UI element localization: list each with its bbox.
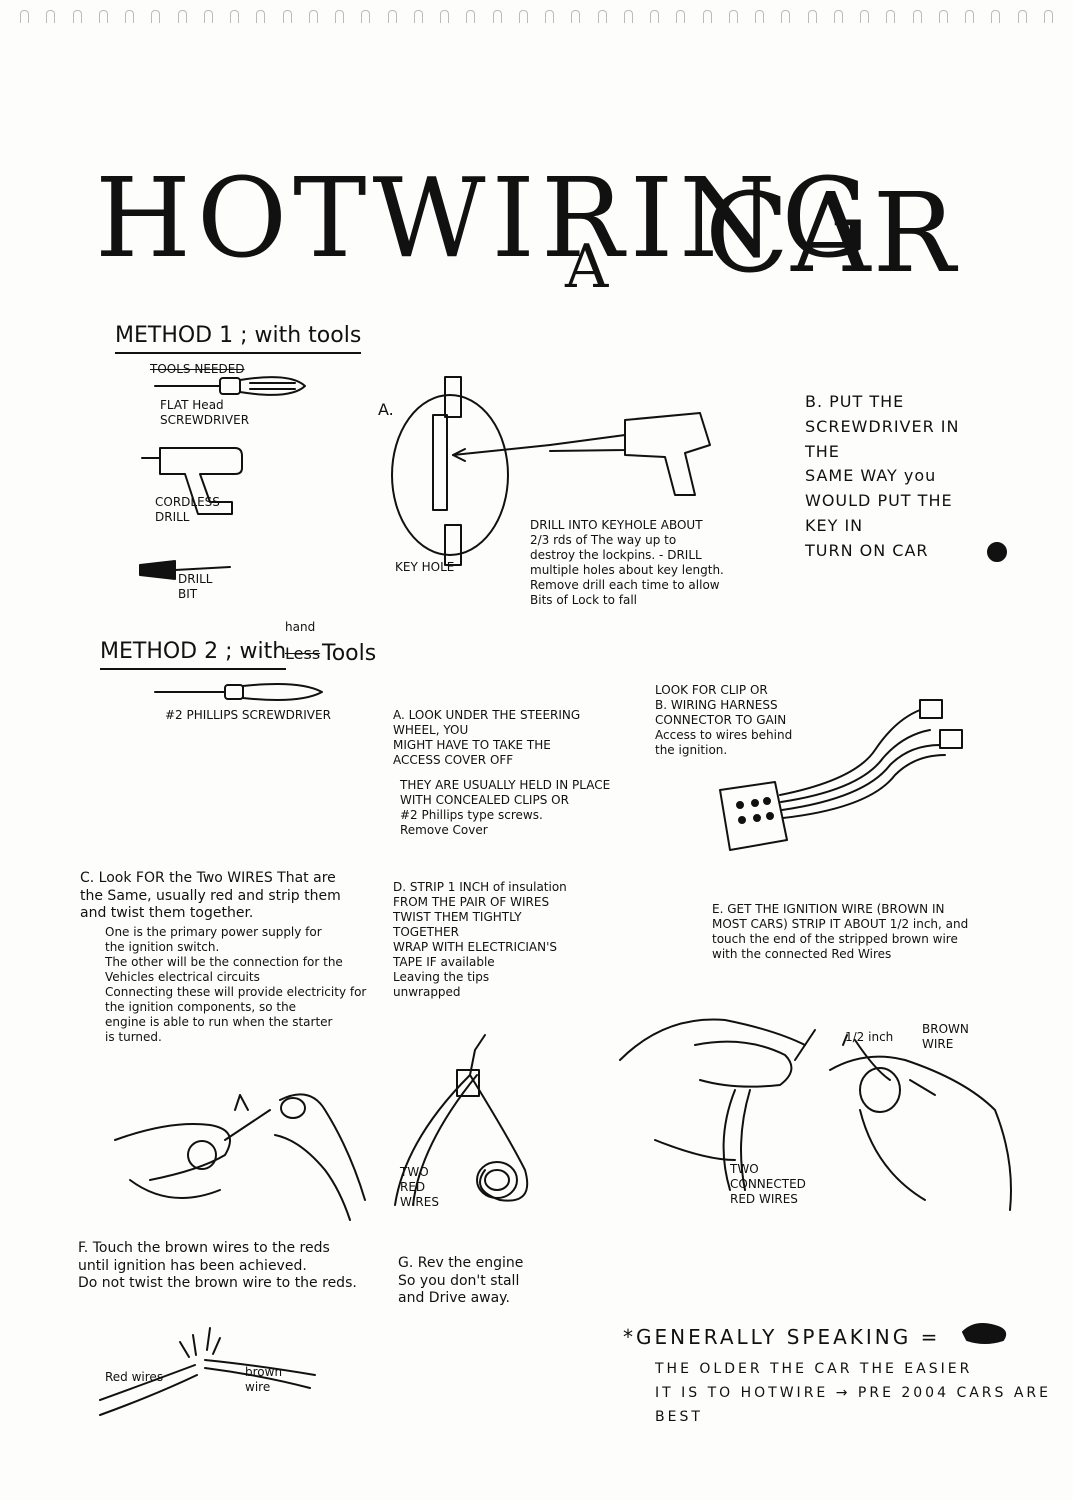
wiring-harness-connector-icon	[719, 699, 963, 851]
two-red-wires-label: TWO RED WIRES	[400, 1165, 439, 1209]
method1-step-a-text: DRILL INTO KEYHOLE ABOUT 2/3 rds of The …	[530, 518, 724, 607]
half-inch-label: 1/2 inch	[845, 1030, 894, 1044]
bit-label: DRILL BIT	[178, 572, 213, 601]
flathead-label: FLAT Head SCREWDRIVER	[160, 398, 250, 427]
method1-step-a-marker: A.	[378, 400, 394, 419]
step-d-text: D. STRIP 1 INCH of insulation FROM THE P…	[393, 880, 567, 999]
keyhole-drill-diagram	[391, 376, 711, 566]
two-connected-label: TWO CONNECTED RED WIRES	[730, 1162, 806, 1206]
step-c-text: C. Look FOR the Two WIRES That are the S…	[80, 870, 341, 921]
phillips-label: #2 PHILLIPS SCREWDRIVER	[165, 708, 331, 722]
method1-heading: METHOD 1 ; with tools	[115, 322, 362, 354]
wires-touching-spark-icon	[99, 1327, 316, 1416]
generally-text: THE OLDER THE CAR THE EASIER IT IS TO HO…	[655, 1361, 1052, 1425]
cordless-drill-icon	[141, 447, 243, 515]
title-hotwiring: HOTWIRING	[95, 154, 876, 282]
generally-heading: *GENERALLY SPEAKING =	[623, 1325, 941, 1349]
brown-wire-bottom-label: brown wire	[245, 1365, 283, 1394]
brown-wire-label: BROWN WIRE	[922, 1022, 969, 1051]
method2-step-b-text: LOOK FOR CLIP OR B. WIRING HARNESS CONNE…	[655, 683, 793, 757]
twisted-red-wires-icon	[394, 1034, 529, 1206]
step-c-text2: One is the primary power supply for the …	[105, 925, 367, 1044]
phillips-screwdriver-icon	[154, 683, 323, 701]
method1-step-b-text: B. PUT THE SCREWDRIVER IN THE SAME WAY y…	[805, 392, 960, 560]
step-f-text: F. Touch the brown wires to the reds unt…	[78, 1240, 357, 1291]
tools-needed-label: TOOLS NEEDED	[150, 362, 245, 376]
method2-heading-correction: hand	[285, 620, 316, 634]
drill-bit-icon	[139, 560, 231, 580]
hands-stripping-wire-icon	[114, 1093, 366, 1221]
step-e-text: E. GET THE IGNITION WIRE (BROWN IN MOST …	[712, 902, 969, 961]
title-a: A	[565, 232, 615, 302]
method2-heading-struck: Less	[285, 644, 321, 663]
ink-blot-icon	[962, 1323, 1007, 1344]
binding-holes	[20, 10, 1053, 24]
drill-label: CORDLESS DRILL	[155, 495, 220, 524]
method2-step-a-text: A. LOOK UNDER THE STEERING WHEEL, YOU MI…	[393, 708, 581, 767]
hands-touching-wires-icon	[619, 1018, 1012, 1211]
flathead-screwdriver-icon	[154, 376, 306, 396]
ink-dot-icon	[987, 542, 1007, 562]
method2-heading: METHOD 2 ; with	[100, 638, 287, 670]
method2-step-a-text2: THEY ARE USUALLY HELD IN PLACE WITH CONC…	[400, 778, 611, 837]
red-wires-label: Red wires	[105, 1370, 164, 1384]
step-g-text: G. Rev the engine So you don't stall and…	[398, 1255, 524, 1306]
title-car: CAR	[705, 169, 958, 297]
method2-heading-tail: Tools	[322, 641, 377, 666]
keyhole-label: KEY HOLE	[395, 560, 455, 574]
